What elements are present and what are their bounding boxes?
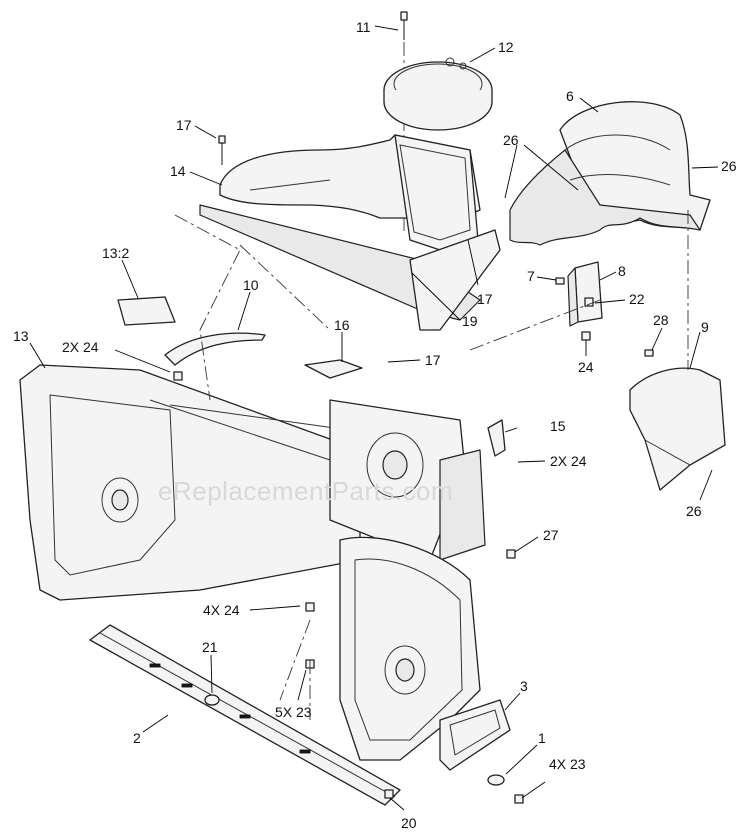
callout-12: 12 <box>498 39 514 55</box>
callout-4x23: 4X 23 <box>549 756 586 772</box>
part-24-nut <box>581 331 591 341</box>
callout-2: 2 <box>133 730 141 746</box>
callout-15: 15 <box>550 418 566 434</box>
part-14-chute <box>199 134 501 331</box>
callout-19: 19 <box>462 313 478 329</box>
part-23-nut <box>514 794 524 804</box>
callout-17: 17 <box>176 117 192 133</box>
part-21-plug <box>204 694 220 706</box>
part-24-bolt <box>305 602 315 612</box>
callout-16: 16 <box>334 317 350 333</box>
callout-8: 8 <box>618 263 626 279</box>
callout-labels: 11 12 6 17 14 26 26 13:2 10 7 8 22 17 19… <box>13 19 737 831</box>
callout-3: 3 <box>520 678 528 694</box>
callout-24: 24 <box>578 359 594 375</box>
callout-26: 26 <box>503 132 519 148</box>
callout-17: 17 <box>425 352 441 368</box>
part-27-bolt <box>506 549 516 559</box>
callout-22: 22 <box>629 291 645 307</box>
part-1-washer <box>487 774 505 786</box>
leader-lines <box>29 25 719 811</box>
callout-28: 28 <box>653 312 669 328</box>
part-9-deflector-bracket <box>629 349 726 491</box>
part-24-nut-b <box>173 371 183 381</box>
callout-2x24: 2X 24 <box>62 339 99 355</box>
callout-21: 21 <box>202 639 218 655</box>
callout-4x24: 4X 24 <box>203 602 240 618</box>
part-2-scraper-bar <box>89 624 401 806</box>
callout-26: 26 <box>686 503 702 519</box>
part-17-bolt-a <box>218 135 226 165</box>
part-15-clip <box>487 419 506 457</box>
watermark: eReplacementParts.com <box>158 476 453 506</box>
assembly-line <box>174 214 241 401</box>
callout-27: 27 <box>543 527 559 543</box>
part-11-bolt <box>400 11 408 40</box>
callout-11: 11 <box>356 19 371 35</box>
part-16-bracket <box>304 359 363 379</box>
callout-10: 10 <box>243 277 259 293</box>
callout-1: 1 <box>538 730 546 746</box>
part-13-2-label <box>117 296 176 326</box>
callout-13-2: 13:2 <box>102 245 129 261</box>
callout-26: 26 <box>721 158 737 174</box>
part-8-bracket <box>567 261 603 327</box>
callout-9: 9 <box>701 319 709 335</box>
part-3-skid-shoe <box>439 699 511 771</box>
part-12-chute-ring <box>383 57 493 131</box>
assembly-line <box>469 299 601 351</box>
callout-20: 20 <box>401 815 417 831</box>
assembly-line <box>239 244 331 331</box>
callout-6: 6 <box>566 88 574 104</box>
callout-17: 17 <box>477 291 493 307</box>
callout-5x23: 5X 23 <box>275 704 312 720</box>
part-10-strap <box>164 332 266 366</box>
part-6-deflector <box>509 101 711 246</box>
right-side-plate <box>339 536 481 761</box>
callout-7: 7 <box>527 268 535 284</box>
part-13-center-box <box>329 399 486 561</box>
callout-13: 13 <box>13 328 29 344</box>
part-7-screw <box>555 277 565 285</box>
part-20-bolt <box>384 789 394 799</box>
callout-2x24: 2X 24 <box>550 453 587 469</box>
callout-14: 14 <box>170 163 186 179</box>
part-22-nut <box>584 297 594 307</box>
